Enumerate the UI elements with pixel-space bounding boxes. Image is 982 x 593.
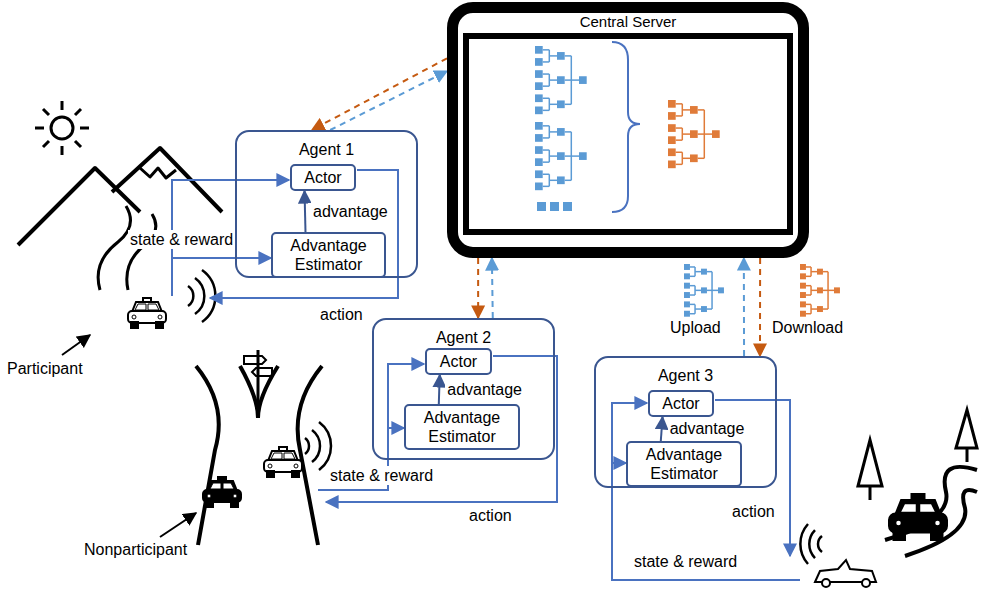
signal-label: state & reward [328, 466, 435, 485]
network-icon [535, 46, 587, 114]
signal-label: state & reward [632, 552, 739, 571]
estimator-box: Advantage Estimator [626, 441, 742, 487]
sync-arrow [743, 258, 745, 356]
participant-car [128, 298, 166, 328]
wireless-icon [188, 270, 215, 322]
advantage-label: advantage [668, 419, 747, 438]
participant-car [264, 447, 302, 477]
mountains [18, 148, 222, 290]
wireless-icon [305, 422, 331, 470]
fork-road [196, 350, 322, 545]
sync-label: Download [770, 318, 845, 337]
actor-label: Actor [440, 352, 477, 371]
signal-label: action [730, 502, 777, 521]
nonparticipant-car [890, 495, 947, 540]
callout-label: Nonparticipant [82, 540, 189, 559]
network-icon [535, 122, 587, 190]
sync-arrow [330, 71, 447, 130]
aggregate-brace [612, 42, 640, 212]
agent-title: Agent 1 [243, 132, 410, 159]
advantage-label: advantage [311, 202, 390, 221]
estimator-label: Advantage Estimator [410, 408, 514, 446]
actor-label: Actor [662, 394, 699, 413]
server-title: Central Server [464, 13, 792, 31]
agent-title: Agent 2 [380, 320, 547, 347]
advantage-label: advantage [445, 380, 524, 399]
sun-icon [35, 101, 89, 155]
sync-arrow [759, 258, 761, 356]
trees-and-road [858, 410, 977, 556]
convertible-car [815, 560, 876, 587]
agent-title: Agent 3 [602, 358, 769, 385]
sync-arrow [477, 258, 479, 318]
actor-box: Actor [648, 390, 714, 417]
signal-label: action [467, 506, 514, 525]
advantage-arrow [661, 417, 663, 441]
advantage-arrow [438, 375, 441, 404]
parameter-squares [537, 202, 572, 211]
advantage-arrow [304, 191, 307, 232]
estimator-box: Advantage Estimator [404, 404, 520, 450]
sync-arrow [312, 58, 447, 130]
network-icon [668, 100, 720, 168]
sync-label: Upload [668, 318, 723, 337]
signal-wires [172, 170, 800, 580]
server-screen [466, 36, 790, 232]
wireless-icon [800, 524, 822, 564]
actor-box: Actor [425, 348, 492, 375]
signal-label: action [318, 305, 365, 324]
network-icon [800, 264, 840, 317]
actor-label: Actor [304, 168, 341, 187]
signal-label: state & reward [128, 230, 235, 249]
server-box: Central Server [447, 2, 809, 258]
network-icons [535, 46, 840, 317]
sync-arrow [491, 258, 494, 318]
estimator-box: Advantage Estimator [271, 232, 386, 278]
actor-box: Actor [290, 164, 356, 191]
callout-label: Participant [5, 359, 85, 378]
nonparticipant-car [203, 477, 241, 507]
estimator-label: Advantage Estimator [632, 445, 736, 483]
estimator-label: Advantage Estimator [277, 236, 380, 274]
network-icon [684, 264, 724, 317]
